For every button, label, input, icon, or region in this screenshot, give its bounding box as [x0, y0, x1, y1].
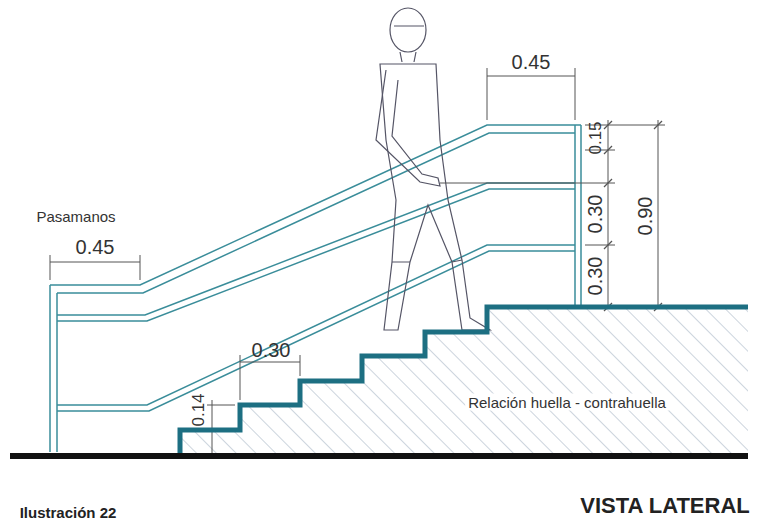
dimension-label: 0.30: [585, 257, 605, 296]
dimension-label: 0.45: [512, 52, 551, 72]
dimension-label: 0.14: [190, 393, 207, 426]
dimension-label: 0.45: [76, 237, 115, 257]
figure-caption: Ilustración 22: [20, 505, 117, 520]
dimension-label: 0.90: [635, 197, 655, 236]
dimension-label: 0.15: [587, 121, 604, 154]
dimension-label: 0.30: [585, 195, 605, 234]
dimension-label: Pasamanos: [36, 209, 115, 224]
dimension-label: Relación huella - contrahuella: [465, 394, 669, 411]
view-title: VISTA LATERAL: [580, 495, 749, 517]
dimension-label: 0.30: [252, 340, 291, 360]
